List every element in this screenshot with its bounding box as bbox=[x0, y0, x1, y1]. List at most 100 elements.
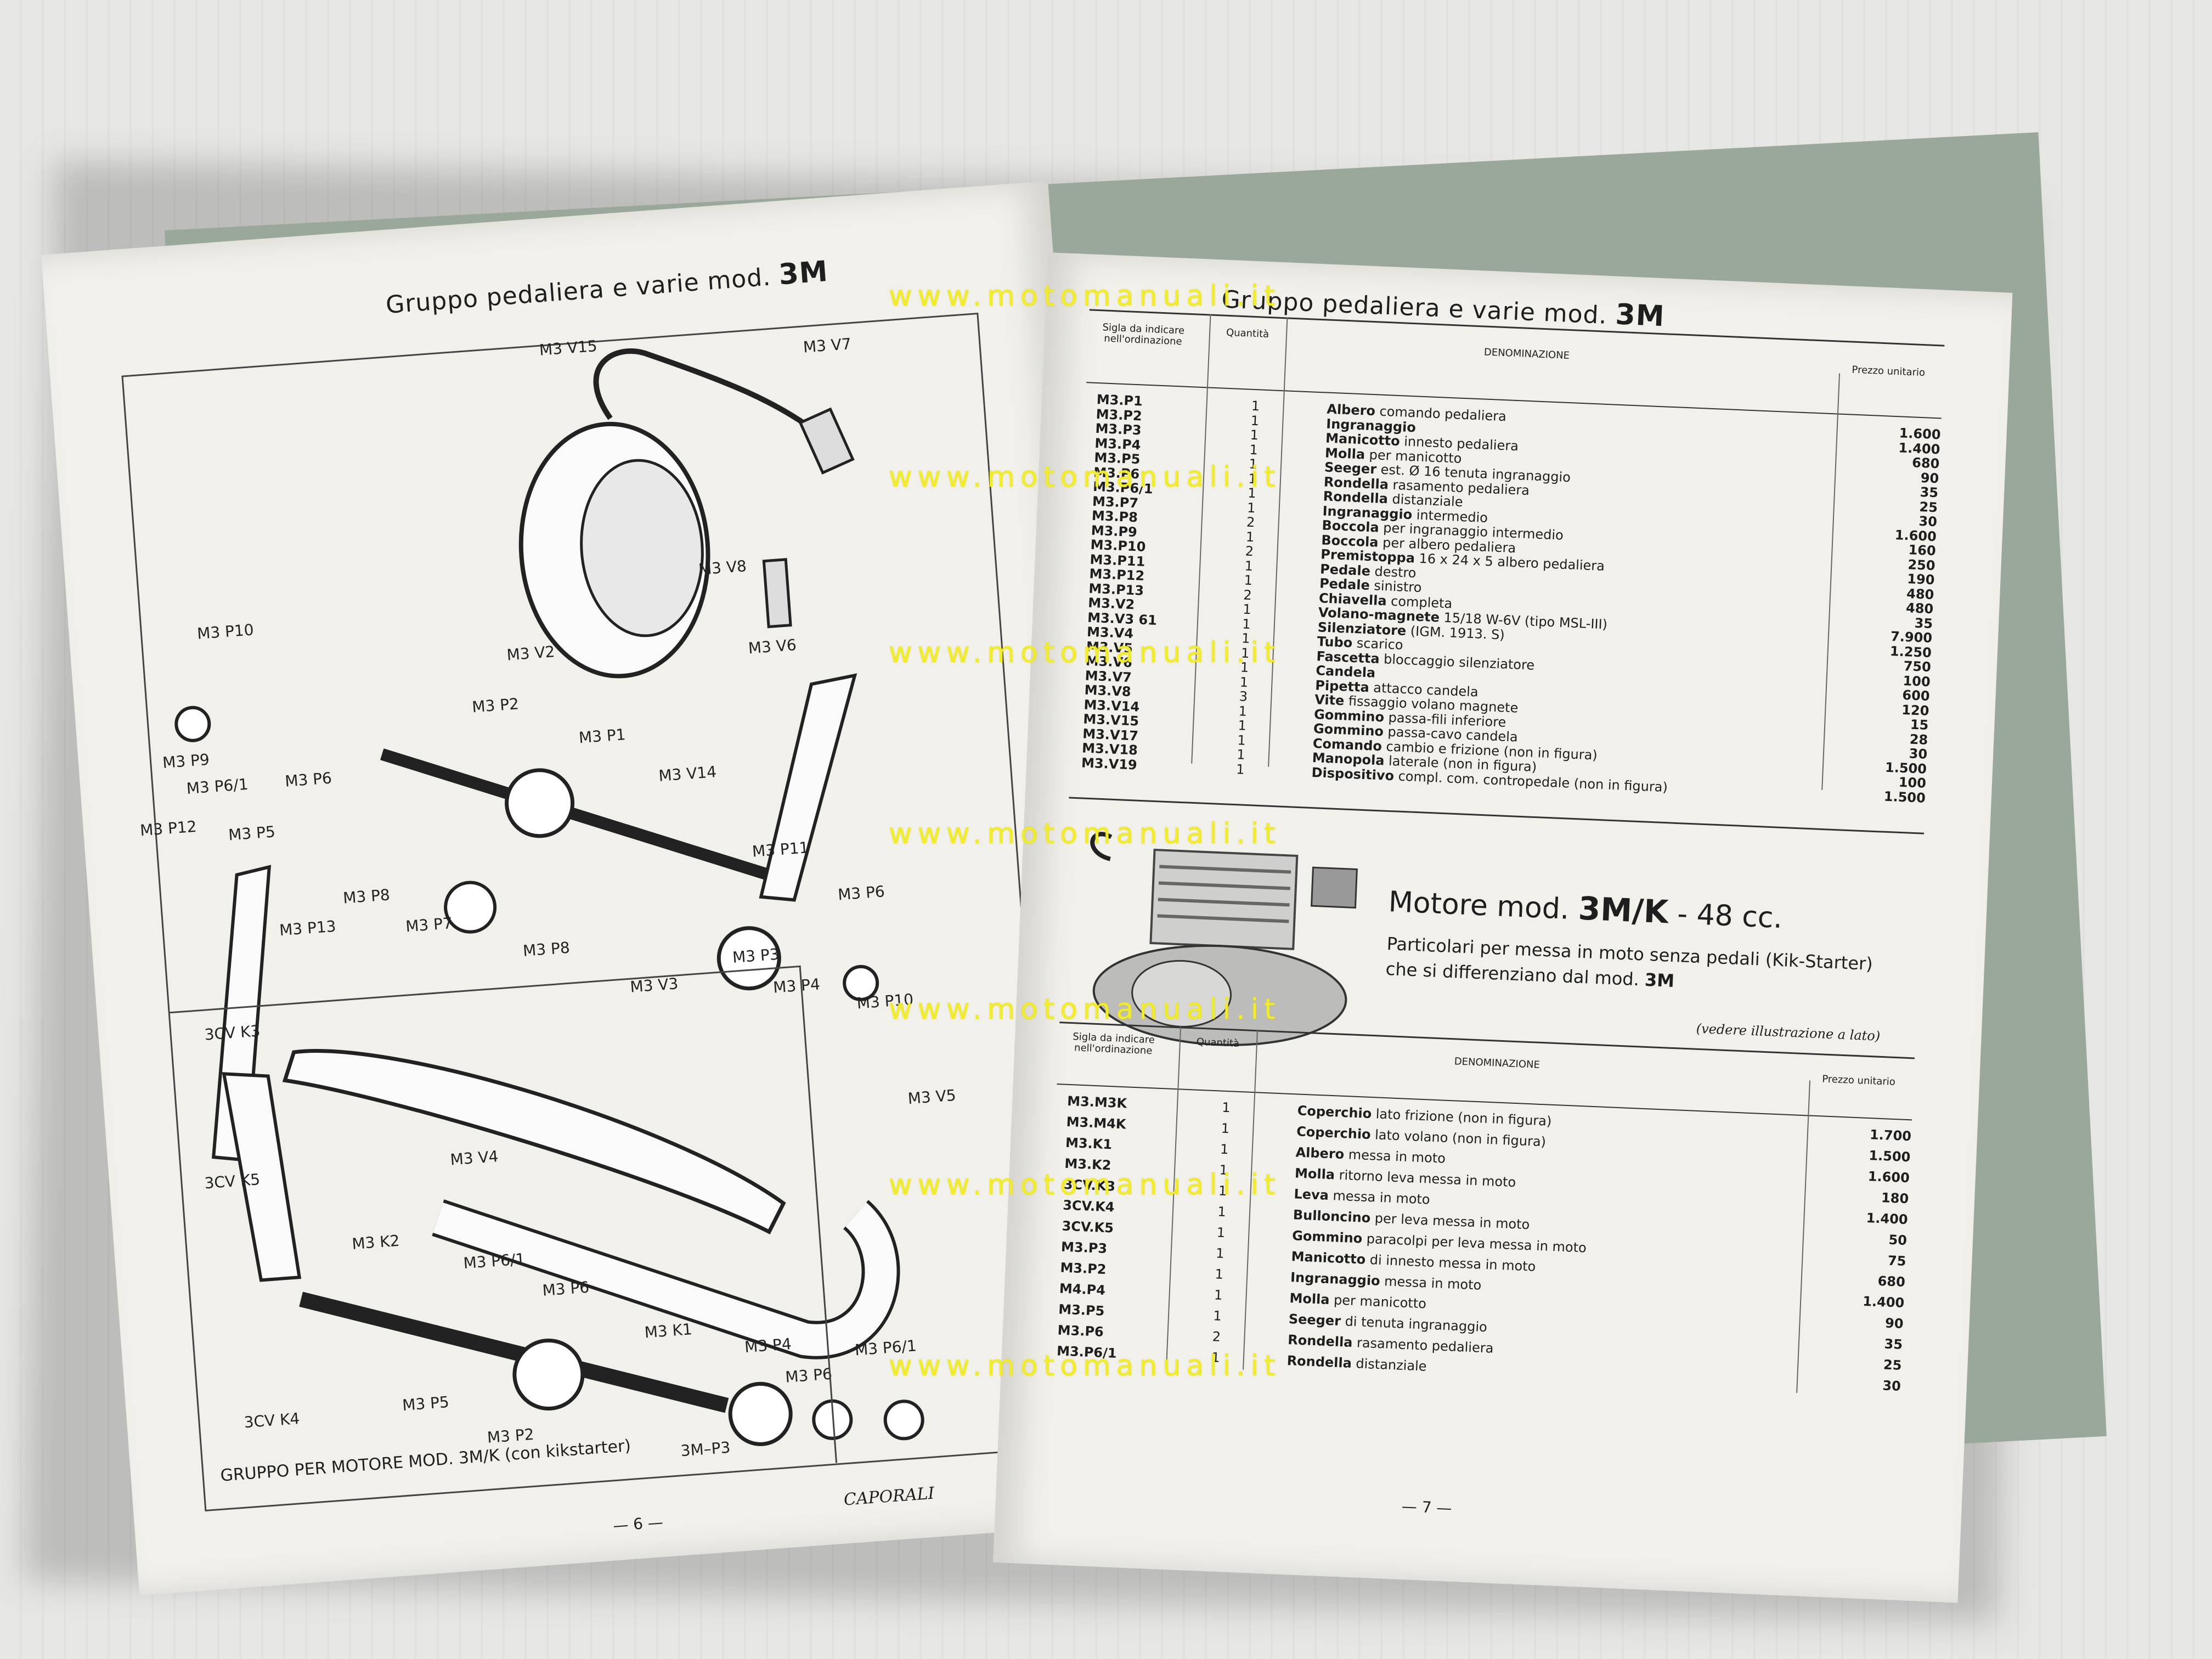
label-m3-v7: M3 V7 bbox=[802, 335, 852, 357]
part-price: 1.700 bbox=[1869, 1127, 1912, 1144]
part-price: 180 bbox=[1881, 1190, 1909, 1207]
kick-washer-2 bbox=[883, 1400, 924, 1441]
part-code: 3CV.K5 bbox=[1062, 1218, 1114, 1236]
kick-header-qty: Quantità bbox=[1196, 1036, 1240, 1049]
spark-cap bbox=[798, 407, 855, 475]
kick-header-code: Sigla da indicare nell'ordinazione bbox=[1072, 1031, 1155, 1057]
washer-p10 bbox=[174, 706, 211, 742]
part-name-detail: lato frizione (non in figura) bbox=[1375, 1106, 1552, 1129]
left-title-model: 3M bbox=[777, 255, 830, 292]
label-m3-p9: M3 P9 bbox=[162, 750, 210, 772]
part-quantity: 1 bbox=[1220, 1141, 1229, 1158]
part-name-detail: di tenuta ingranaggio bbox=[1345, 1313, 1488, 1335]
inset-caption: GRUPPO PER MOTORE MOD. 3M/K (con kikstar… bbox=[219, 1436, 632, 1486]
silencer bbox=[282, 1049, 786, 1235]
part-code: M3.M3K bbox=[1066, 1093, 1127, 1111]
motor-subtitle-line2-model: 3M bbox=[1644, 969, 1675, 991]
kick-header-name: DENOMINAZIONE bbox=[1454, 1056, 1541, 1071]
part-name-bold: Gommino bbox=[1291, 1228, 1363, 1246]
part-price: 30 bbox=[1882, 1378, 1901, 1394]
part-name-bold: Seeger bbox=[1288, 1311, 1341, 1329]
diagram-drawing bbox=[174, 348, 924, 1446]
kick-washer-1 bbox=[812, 1399, 853, 1440]
part-name-bold: Rondella bbox=[1287, 1332, 1353, 1350]
kick-gear bbox=[512, 1338, 585, 1410]
part-quantity: 1 bbox=[1215, 1266, 1224, 1283]
part-price: 25 bbox=[1883, 1357, 1902, 1373]
part-code: M3.P3 bbox=[1060, 1239, 1108, 1257]
part-quantity: 1 bbox=[1217, 1204, 1227, 1220]
kick-header-price: Prezzo unitario bbox=[1821, 1073, 1896, 1088]
see-illustration-note: (vedere illustrazione a lato) bbox=[1696, 1020, 1881, 1044]
right-page: Gruppo pedaliera e varie mod. 3M Sigla d… bbox=[992, 252, 2013, 1603]
label-m3-p6-b: M3 P6 bbox=[837, 882, 885, 904]
page-number-left: — 6 — bbox=[612, 1513, 664, 1535]
part-price: 1.400 bbox=[1866, 1210, 1909, 1228]
part-code: M3.M4K bbox=[1066, 1114, 1127, 1132]
part-code: M4.P4 bbox=[1059, 1280, 1106, 1299]
part-name-bold: Ingranaggio bbox=[1290, 1269, 1381, 1289]
label-m3-p5-a: M3 P5 bbox=[228, 822, 276, 844]
watermark-6: www.motomanuali.it bbox=[889, 1169, 1281, 1201]
part-price: 1.400 bbox=[1862, 1293, 1905, 1311]
part-name-detail: messa in moto bbox=[1332, 1188, 1431, 1207]
part-name-bold: Molla bbox=[1294, 1165, 1335, 1183]
part-quantity: 1 bbox=[1215, 1245, 1225, 1262]
label-m3-v6: M3 V6 bbox=[747, 635, 797, 658]
page-number-right: — 7 — bbox=[1401, 1497, 1453, 1517]
flywheel-stator bbox=[580, 459, 704, 637]
label-m3-v2: M3 V2 bbox=[506, 642, 556, 664]
header-code: Sigla da indicare nell'ordinazione bbox=[1102, 321, 1185, 348]
part-quantity: 1 bbox=[1214, 1287, 1223, 1303]
left-title-text: Gruppo pedaliera e varie mod. bbox=[385, 263, 772, 319]
part-name-bold: Vite bbox=[1314, 692, 1345, 709]
part-price: 1.600 bbox=[1867, 1169, 1910, 1186]
label-m3-p8-a: M3 P8 bbox=[342, 885, 391, 907]
part-quantity: 1 bbox=[1216, 1224, 1226, 1241]
part-price: 75 bbox=[1887, 1252, 1906, 1269]
label-m3-p2-a: M3 P2 bbox=[471, 695, 520, 716]
parts-table: Sigla da indicare nell'ordinazione Quant… bbox=[1070, 309, 1945, 805]
motor-title-model: 3M/K bbox=[1577, 889, 1669, 931]
part-name-bold: Bulloncino bbox=[1293, 1207, 1371, 1226]
part-name-bold: Leva bbox=[1293, 1186, 1329, 1203]
part-name-detail: lato volano (non in figura) bbox=[1374, 1127, 1547, 1150]
motor-title-prefix: Motore mod. bbox=[1387, 885, 1570, 926]
part-name-bold: Coperchio bbox=[1296, 1124, 1372, 1143]
header-price: Prezzo unitario bbox=[1852, 364, 1926, 379]
part-price: 680 bbox=[1877, 1273, 1906, 1290]
kick-shaft bbox=[299, 1291, 729, 1413]
label-m3-p7: M3 P7 bbox=[405, 914, 453, 936]
part-name-detail: messa in moto bbox=[1348, 1147, 1446, 1166]
part-name-bold: Manicotto bbox=[1291, 1249, 1366, 1267]
part-price: 35 bbox=[1884, 1336, 1903, 1352]
part-name-detail: per leva messa in moto bbox=[1374, 1210, 1530, 1233]
part-name-bold: Rondella bbox=[1286, 1353, 1352, 1371]
exploded-diagram: M3 V15 M3 V7 M3 V8 M3 V2 M3 V6 M3 P10 M3… bbox=[121, 312, 1062, 1512]
part-price: 1.500 bbox=[1868, 1148, 1911, 1165]
part-code: M3.P2 bbox=[1059, 1260, 1107, 1278]
watermark-1: www.motomanuali.it bbox=[889, 280, 1281, 313]
right-title-model: 3M bbox=[1615, 298, 1666, 334]
part-quantity: 1 bbox=[1221, 1120, 1230, 1137]
label-m3-p6-a: M3 P6 bbox=[284, 769, 332, 791]
part-code: M3.P5 bbox=[1058, 1301, 1105, 1319]
part-name-detail: messa in moto bbox=[1384, 1273, 1482, 1293]
left-page: Gruppo pedaliera e varie mod. 3M bbox=[41, 181, 1147, 1596]
kick-sleeve bbox=[728, 1381, 793, 1446]
part-quantity: 2 bbox=[1212, 1329, 1221, 1345]
header-name: DENOMINAZIONE bbox=[1483, 346, 1570, 362]
part-name-detail: per manicotto bbox=[1333, 1292, 1427, 1312]
watermark-5: www.motomanuali.it bbox=[889, 993, 1281, 1026]
right-pedal bbox=[759, 673, 857, 902]
part-name-bold: Albero bbox=[1295, 1144, 1345, 1163]
motor-title: Motore mod. 3M/K - 48 cc. bbox=[1388, 882, 1784, 935]
motor-title-suffix: - 48 cc. bbox=[1677, 898, 1784, 935]
part-code: M3.P6 bbox=[1057, 1322, 1104, 1340]
spark-cable bbox=[593, 348, 817, 433]
part-quantity: 1 bbox=[1235, 761, 1245, 777]
left-page-title: Gruppo pedaliera e varie mod. 3M bbox=[385, 255, 830, 320]
part-price: 1.500 bbox=[1883, 788, 1926, 806]
pedal-shaft bbox=[380, 748, 784, 885]
part-quantity: 1 bbox=[1221, 1099, 1231, 1116]
